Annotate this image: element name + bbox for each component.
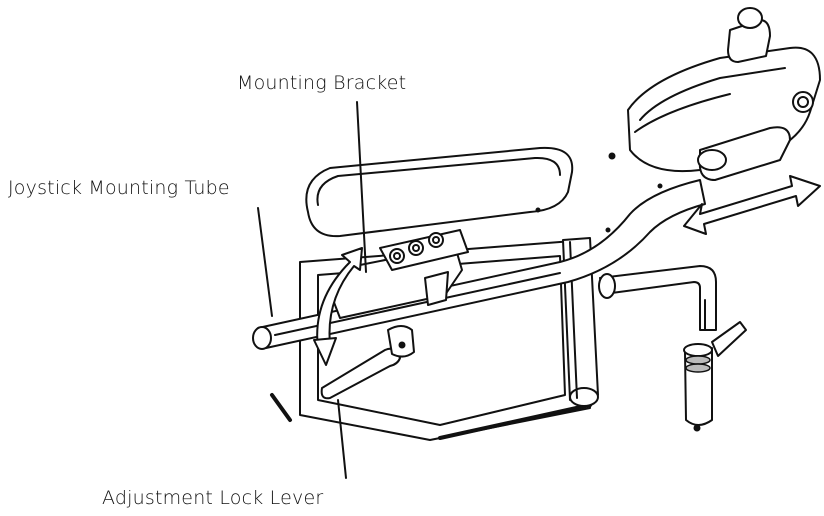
slide-direction-arrow [683, 175, 821, 235]
adjustment-lock-lever [320, 325, 415, 400]
leader-mounting-bracket [356, 101, 367, 273]
joystick-housing [608, 7, 821, 189]
adjustment-lock-lever-label: Adjustment Lock Lever [102, 487, 324, 509]
joystick-mounting-tube-label: Joystick Mounting Tube [8, 177, 230, 199]
leader-lock-lever [337, 399, 347, 479]
swing-away-latch [683, 321, 747, 432]
mounting-bracket-label: Mounting Bracket [237, 72, 407, 94]
leader-lines [257, 101, 367, 479]
armrest-pad [305, 146, 574, 238]
side-rail-tube [598, 265, 717, 331]
mounting-bracket [329, 229, 469, 319]
rotation-arrow [313, 247, 363, 366]
leader-mounting-tube [257, 207, 273, 317]
